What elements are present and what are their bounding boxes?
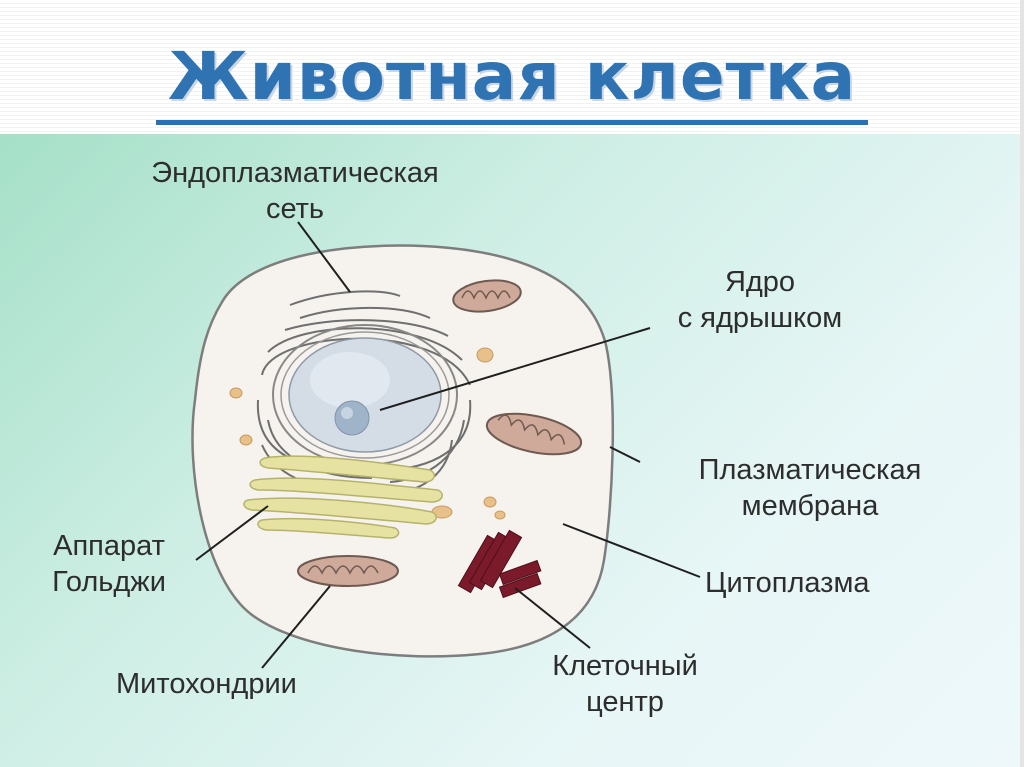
label-mitochondria: Митохондрии <box>116 668 297 700</box>
title-underline <box>156 120 868 125</box>
cytoplasm-granules <box>229 347 506 520</box>
label-nucleus-line2: с ядрышком <box>677 302 843 334</box>
leader-mitochondria <box>261 585 331 669</box>
leader-cytoplasm <box>562 523 701 578</box>
centrosome <box>457 529 542 599</box>
label-er-line1: Эндоплазматическая <box>151 157 439 189</box>
mitochondrion-bottom <box>297 555 399 587</box>
nucleolus <box>334 400 370 436</box>
label-er: Эндоплазматическая сеть <box>80 155 510 227</box>
label-nucleus-line1: Ядро <box>724 266 796 298</box>
label-golgi: Аппарат Гольджи <box>14 528 204 600</box>
slide-edge <box>1020 0 1024 767</box>
golgi-apparatus <box>243 455 443 539</box>
label-centrosome: Клеточный центр <box>505 648 745 720</box>
leader-centrosome <box>514 587 591 649</box>
leader-er <box>297 221 351 293</box>
leader-lines <box>195 221 701 669</box>
label-golgi-line2: Гольджи <box>52 566 166 598</box>
nucleolus-highlight <box>341 407 353 419</box>
leader-membrane <box>609 446 641 463</box>
mitochondrion-right <box>485 412 583 456</box>
nucleus <box>272 324 458 466</box>
label-nucleus: Ядро с ядрышком <box>640 264 880 336</box>
label-membrane: Плазматическая мембрана <box>640 452 980 524</box>
title-band <box>0 0 1024 134</box>
mitochondria <box>297 279 583 587</box>
label-cytoplasm: Цитоплазма <box>705 567 870 599</box>
label-membrane-line1: Плазматическая <box>698 454 922 486</box>
leader-nucleus <box>379 327 651 411</box>
label-golgi-line1: Аппарат <box>53 530 165 562</box>
leader-golgi <box>195 505 269 561</box>
label-er-line2: сеть <box>265 193 325 225</box>
label-centrosome-line2: центр <box>586 686 664 718</box>
slide-title: Животная клетка <box>167 38 857 115</box>
label-centrosome-line1: Клеточный <box>552 650 698 682</box>
mitochondrion-top <box>452 279 522 313</box>
label-membrane-line2: мембрана <box>741 490 879 522</box>
